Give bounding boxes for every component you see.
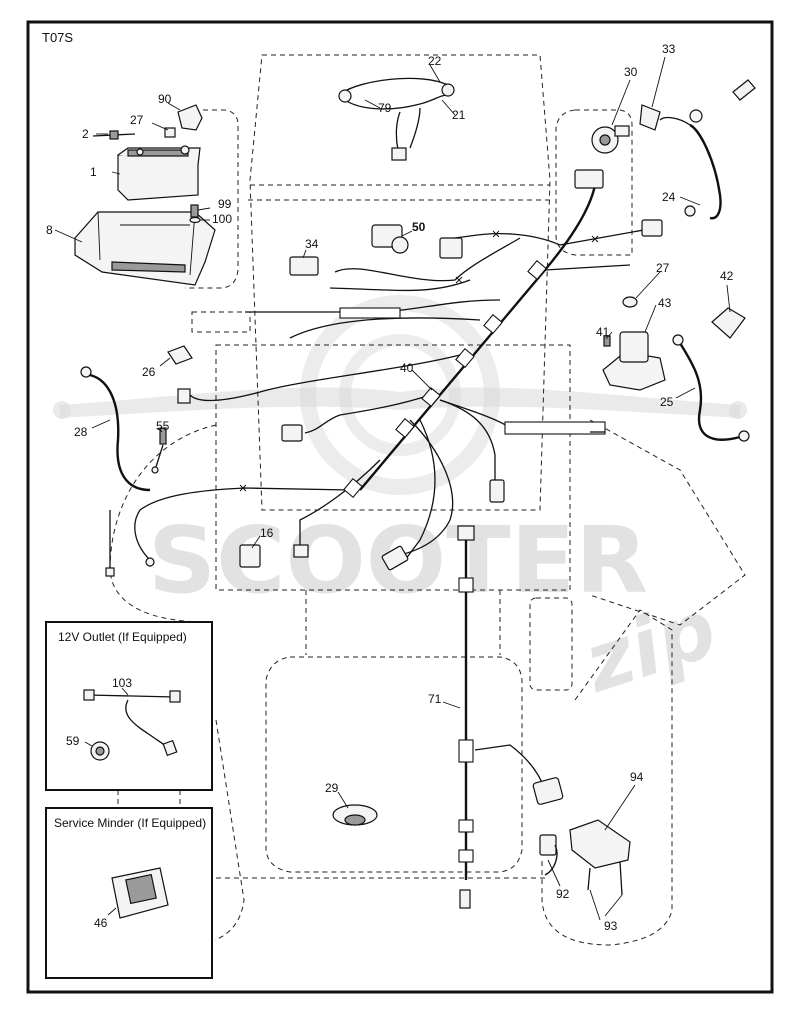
right-fender-outline xyxy=(589,419,746,626)
callout-29: 29 xyxy=(325,781,339,795)
ground-cable-28 xyxy=(80,366,151,492)
callout-103: 103 xyxy=(112,676,132,690)
battery xyxy=(117,145,201,201)
callout-30: 30 xyxy=(624,65,638,79)
inset-12v-outlet: 12V Outlet (If Equipped) 103 59 xyxy=(45,621,213,791)
callout-28: 28 xyxy=(74,425,88,439)
ground-screw xyxy=(151,427,167,474)
ignition-switch xyxy=(591,125,630,154)
callout-27-battery: 27 xyxy=(130,113,144,127)
callout-41: 41 xyxy=(596,325,610,339)
callouts: 1 2 27 90 8 99 100 22 79 21 30 33 24 50 … xyxy=(46,42,734,933)
callout-100: 100 xyxy=(212,212,232,226)
battery-bay-outline xyxy=(185,109,239,289)
pto-switch xyxy=(371,224,463,259)
callout-27-solenoid: 27 xyxy=(656,261,670,275)
terminal-cover xyxy=(177,104,203,131)
left-fender-outline xyxy=(109,424,217,623)
rear-harness xyxy=(457,525,564,909)
callout-21: 21 xyxy=(452,108,466,122)
right-bay-outline xyxy=(555,109,633,256)
battery-bolts xyxy=(92,127,176,140)
diagram-code: T07S xyxy=(42,30,73,45)
callout-59: 59 xyxy=(66,734,80,748)
starter-cable-25 xyxy=(672,334,750,442)
callout-93: 93 xyxy=(604,919,618,933)
battery-cable-24 xyxy=(659,79,756,220)
inset-12v-outlet-title: 12V Outlet (If Equipped) xyxy=(58,630,187,644)
callout-1: 1 xyxy=(90,165,97,179)
callout-24: 24 xyxy=(662,190,676,204)
inset-service-minder-title: Service Minder (If Equipped) xyxy=(54,816,206,830)
callout-25: 25 xyxy=(660,395,674,409)
callout-40: 40 xyxy=(400,361,414,375)
page-frame xyxy=(26,20,774,994)
callout-71: 71 xyxy=(428,692,442,706)
callout-94: 94 xyxy=(630,770,644,784)
lower-right-bay-outline xyxy=(541,609,673,946)
inset-service-minder: Service Minder (If Equipped) 46 xyxy=(45,807,213,979)
callout-90: 90 xyxy=(158,92,172,106)
callout-92: 92 xyxy=(556,887,570,901)
callout-33: 33 xyxy=(662,42,676,56)
callout-46: 46 xyxy=(94,916,108,930)
seat-outline xyxy=(265,656,523,873)
starter-solenoid xyxy=(602,296,666,391)
callout-16: 16 xyxy=(260,526,274,540)
main-harness xyxy=(105,169,663,577)
frame-outline xyxy=(215,344,571,591)
callout-2: 2 xyxy=(82,127,89,141)
fuse-holder xyxy=(167,345,193,365)
machine-outline xyxy=(109,54,746,946)
harness-trunk xyxy=(359,184,597,491)
terminal-boot xyxy=(711,307,746,339)
hood-outline xyxy=(249,54,551,511)
callout-26: 26 xyxy=(142,365,156,379)
callout-55: 55 xyxy=(156,419,170,433)
callout-79: 79 xyxy=(378,101,392,115)
bolt-washer xyxy=(189,204,201,224)
seat-switch xyxy=(289,256,319,276)
battery-box xyxy=(74,211,216,286)
callout-34: 34 xyxy=(305,237,319,251)
alarm-module xyxy=(332,804,378,826)
control-slot-outline xyxy=(529,597,573,691)
callout-43: 43 xyxy=(658,296,672,310)
callout-42: 42 xyxy=(720,269,734,283)
ignition-key xyxy=(639,104,661,131)
callout-8: 8 xyxy=(46,223,53,237)
callout-50: 50 xyxy=(412,220,426,234)
control-module xyxy=(539,819,631,896)
callout-22: 22 xyxy=(428,54,442,68)
leader-lines xyxy=(54,56,731,921)
relay xyxy=(239,544,261,568)
headlight-harness xyxy=(338,77,455,161)
callout-99: 99 xyxy=(218,197,232,211)
